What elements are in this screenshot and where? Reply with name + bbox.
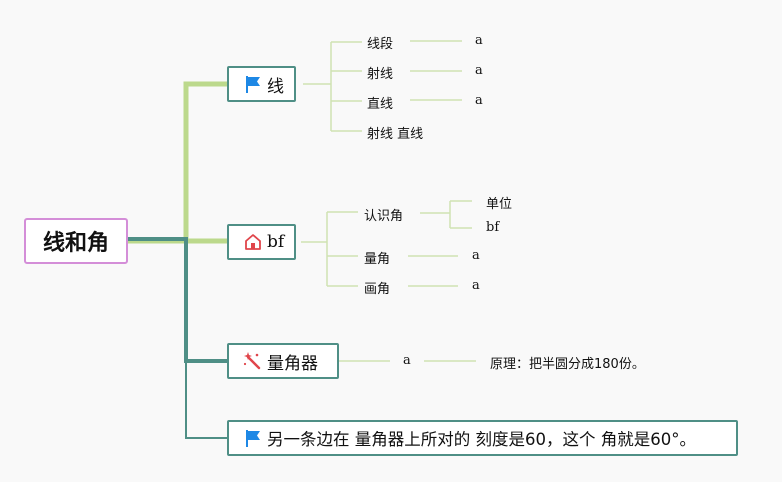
blue-flag-icon [243,428,263,448]
branch-bf-label: bf [267,232,285,252]
recognize-child-bf[interactable]: bf [486,220,500,235]
link-root-line [128,81,227,244]
branch-statement-label: 另一条边在 量角器上所对的 刻度是60，这个 角就是60°。 [267,430,696,449]
line-child-ray-note[interactable]: a [475,63,483,78]
line-child-ray[interactable]: 射线 [367,67,394,82]
link-recognize-children [420,200,472,229]
protractor-child[interactable]: a [403,353,411,368]
link-root-protractor [128,237,227,363]
link-bf-children [301,211,358,287]
branch-protractor-label: 量角器 [267,353,318,374]
branch-statement-node[interactable]: 另一条边在 量角器上所对的 刻度是60，这个 角就是60°。 [227,420,738,456]
branch-line-label: 线 [267,76,284,97]
protractor-child-note[interactable]: 原理：把半圆分成180份。 [490,357,645,372]
line-child-segment[interactable]: 线段 [367,37,394,52]
link-line-children [303,41,362,132]
branch-line-node[interactable]: 线 [227,66,296,102]
root-node[interactable]: 线和角 [24,218,128,264]
blue-flag-icon [243,74,263,94]
line-child-straight-note[interactable]: a [475,93,483,108]
magic-wand-icon [243,351,263,371]
root-label: 线和角 [42,231,109,256]
line-child-segment-note[interactable]: a [475,33,483,48]
line-child-straight[interactable]: 直线 [367,97,394,112]
red-house-icon [243,232,263,252]
link-root-statement [185,360,227,439]
bf-child-measure-angle-note[interactable]: a [472,248,480,263]
line-child-ray-straight[interactable]: 射线 直线 [367,127,424,142]
branch-protractor-node[interactable]: 量角器 [227,343,339,379]
link-line-notes [410,40,462,101]
bf-child-draw-angle-note[interactable]: a [472,278,480,293]
link-bf-notes [408,255,458,287]
bf-child-draw-angle[interactable]: 画角 [364,282,391,297]
bf-child-recognize-angle[interactable]: 认识角 [364,209,404,224]
branch-bf-node[interactable]: bf [227,224,297,260]
bf-child-measure-angle[interactable]: 量角 [364,252,391,267]
recognize-child-unit[interactable]: 单位 [486,197,513,212]
